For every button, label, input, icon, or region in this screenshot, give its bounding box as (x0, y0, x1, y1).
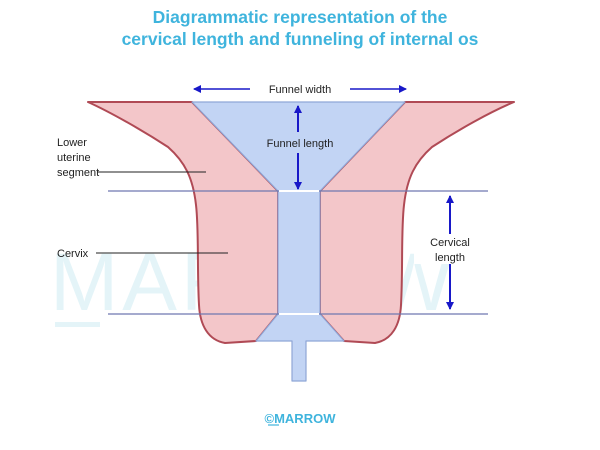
left-tissue-wall (87, 101, 279, 344)
cervical-length-label-bg (414, 234, 486, 264)
watermark-underline (55, 322, 100, 327)
cervical-length-label-1: Cervical (430, 237, 470, 249)
diagram-title: Diagrammatic representation of the cervi… (0, 6, 600, 50)
funnel-length-label: Funnel length (267, 138, 334, 150)
cervix-label: Cervix (57, 248, 89, 260)
title-line-1: Diagrammatic representation of the (152, 7, 448, 27)
brand-mark: ©MARROW (265, 411, 337, 426)
lower-uterine-label-2: uterine (57, 152, 91, 164)
title-line-2: cervical length and funneling of interna… (121, 29, 479, 49)
right-tissue-wall (319, 101, 515, 344)
cervical-length-label-2: length (435, 252, 465, 264)
lower-uterine-label-3: segment (57, 167, 99, 179)
funnel-width-label: Funnel width (269, 84, 331, 96)
lower-uterine-label-1: Lower (57, 137, 87, 149)
